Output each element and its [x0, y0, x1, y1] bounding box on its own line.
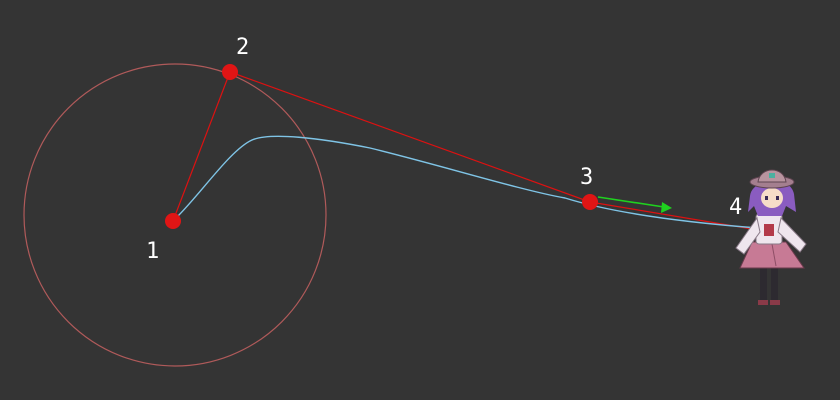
trajectory-curve: [174, 135, 759, 229]
sprite-skirt-fold: [771, 243, 777, 267]
point-label-1: 1: [146, 239, 159, 264]
radius-circle: [23, 63, 327, 367]
point-label-4: 4: [729, 195, 742, 220]
sprite-shoe-left: [758, 300, 768, 305]
control-point-3[interactable]: [582, 194, 598, 210]
sprite-ribbon: [764, 224, 774, 236]
point-label-2: 2: [236, 35, 249, 60]
sprite-shoe-right: [770, 300, 780, 305]
point-label-3: 3: [580, 165, 593, 190]
sprite-leg-right: [771, 265, 778, 303]
control-segment-1-2: [172, 71, 231, 222]
sprite-eye-right: [776, 196, 779, 200]
control-point-1[interactable]: [165, 213, 181, 229]
control-point-2[interactable]: [222, 64, 238, 80]
sprite-eye-left: [765, 196, 768, 200]
velocity-arrow-shaft: [597, 196, 665, 208]
velocity-arrow-head-icon: [661, 202, 672, 213]
velocity-arrow[interactable]: [597, 196, 672, 213]
sprite-leg-left: [760, 265, 767, 303]
control-segment-2-3: [229, 71, 591, 203]
sprite-sleeve-left: [735, 216, 761, 255]
sprite-hat-gem-icon: [769, 173, 775, 178]
sprite-face: [761, 188, 783, 208]
sprite-sleeve-right: [777, 216, 807, 253]
character-sprite-icon[interactable]: [735, 169, 807, 305]
